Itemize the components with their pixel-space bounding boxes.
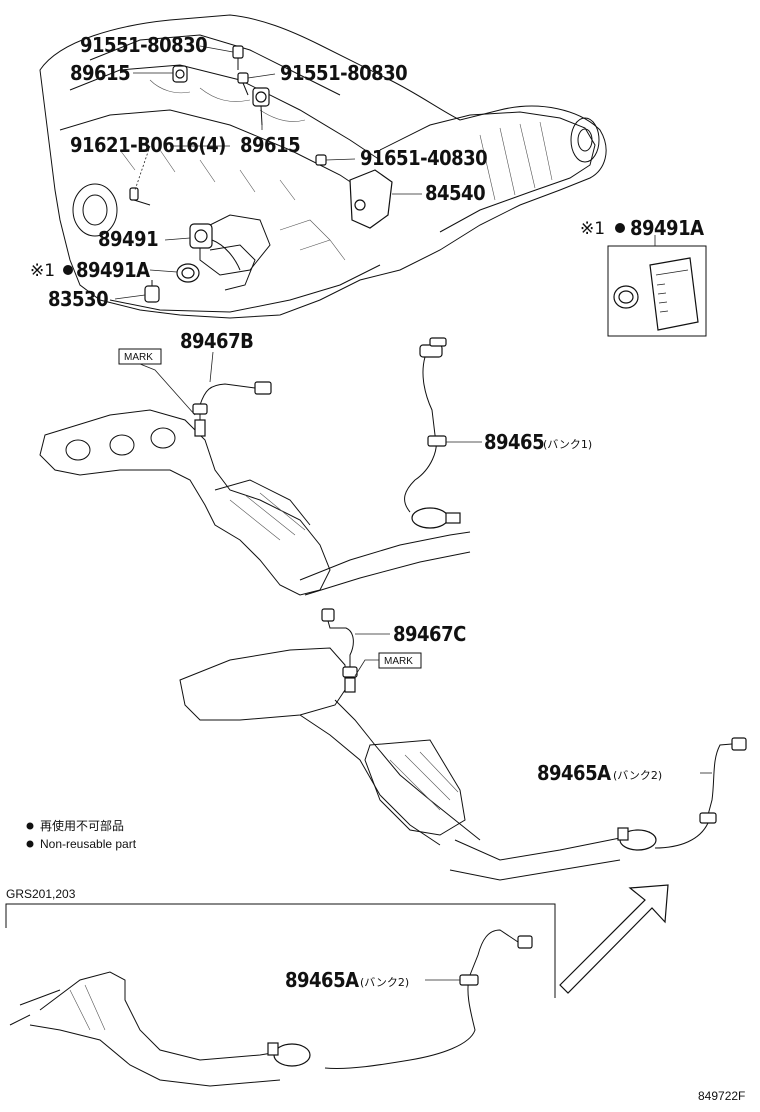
variant-label: GRS201,203: [6, 887, 76, 901]
labels: 91551-80830 89615 91551-80830 91621-B061…: [30, 33, 745, 1103]
sensor-84540-icon: [349, 169, 393, 229]
label-89615-a: 89615: [70, 61, 130, 85]
label-89465A-a-note: (バンク2): [613, 769, 662, 782]
label-89465A-b: 89465A: [285, 968, 359, 992]
label-89491A-left: 89491A: [76, 258, 150, 282]
mark-label-2: MARK: [384, 656, 413, 667]
label-89491A-right: 89491A: [630, 216, 704, 240]
legend-jp: 再使用不可部品: [40, 818, 124, 833]
legend-dot-en: [26, 840, 34, 848]
label-89465: 89465: [484, 430, 544, 454]
label-91551-80830-b: 91551-80830: [280, 61, 407, 85]
legend: 再使用不可部品 Non-reusable part: [26, 818, 137, 851]
sensor-89615-b-icon: [252, 87, 270, 126]
bolt-91551-b-icon: [237, 72, 249, 96]
label-91621-B0616: 91621-B0616(4): [70, 133, 226, 157]
sensor-89465: [404, 337, 482, 529]
non-reusable-dot-right: [615, 223, 625, 233]
variant-section: GRS201,203: [5, 884, 669, 1087]
switch-83530-icon: [144, 280, 160, 303]
bolt-91651-icon: [315, 154, 327, 166]
o-ring-89491A-left-icon: [176, 263, 200, 283]
label-89467B: 89467B: [180, 329, 253, 353]
label-83530: 83530: [48, 287, 108, 311]
non-reusable-dot-left: [63, 265, 73, 275]
label-89615-b: 89615: [240, 133, 300, 157]
label-89467C: 89467C: [393, 622, 466, 646]
label-84540: 84540: [425, 181, 485, 205]
legend-dot-jp: [26, 822, 34, 830]
figure-code: 849722F: [698, 1089, 745, 1103]
sensor-89467B: [192, 351, 272, 437]
legend-en: Non-reusable part: [40, 837, 137, 851]
label-89491: 89491: [98, 227, 158, 251]
label-89465A-b-note: (バンク2): [360, 976, 409, 989]
mark-tag-1: [118, 348, 196, 416]
mark-label-1: MARK: [124, 352, 153, 363]
bank1-exhaust-illustration: [39, 409, 471, 596]
label-91651-40830: 91651-40830: [360, 146, 487, 170]
sensor-89465A-upper: [617, 737, 747, 851]
o-ring-kit-box: [607, 235, 707, 337]
connector-89615-a-icon: [172, 65, 188, 83]
engine-transmission-illustration: [39, 14, 607, 319]
bolt-91621-icon: [129, 187, 151, 206]
sensor-89467C: [321, 608, 390, 693]
label-89491A-right-prefix: ※1: [580, 219, 605, 239]
mark-tag-2: [354, 652, 422, 677]
leader-lines-top: [114, 45, 422, 300]
label-89465-note: (バンク1): [543, 438, 592, 451]
label-89465A-a: 89465A: [537, 761, 611, 785]
sensor-89491-icon: [189, 223, 241, 271]
label-89491A-left-prefix: ※1: [30, 261, 55, 281]
label-91551-80830-a: 91551-80830: [80, 33, 207, 57]
bolt-91551-a-icon: [232, 45, 244, 70]
